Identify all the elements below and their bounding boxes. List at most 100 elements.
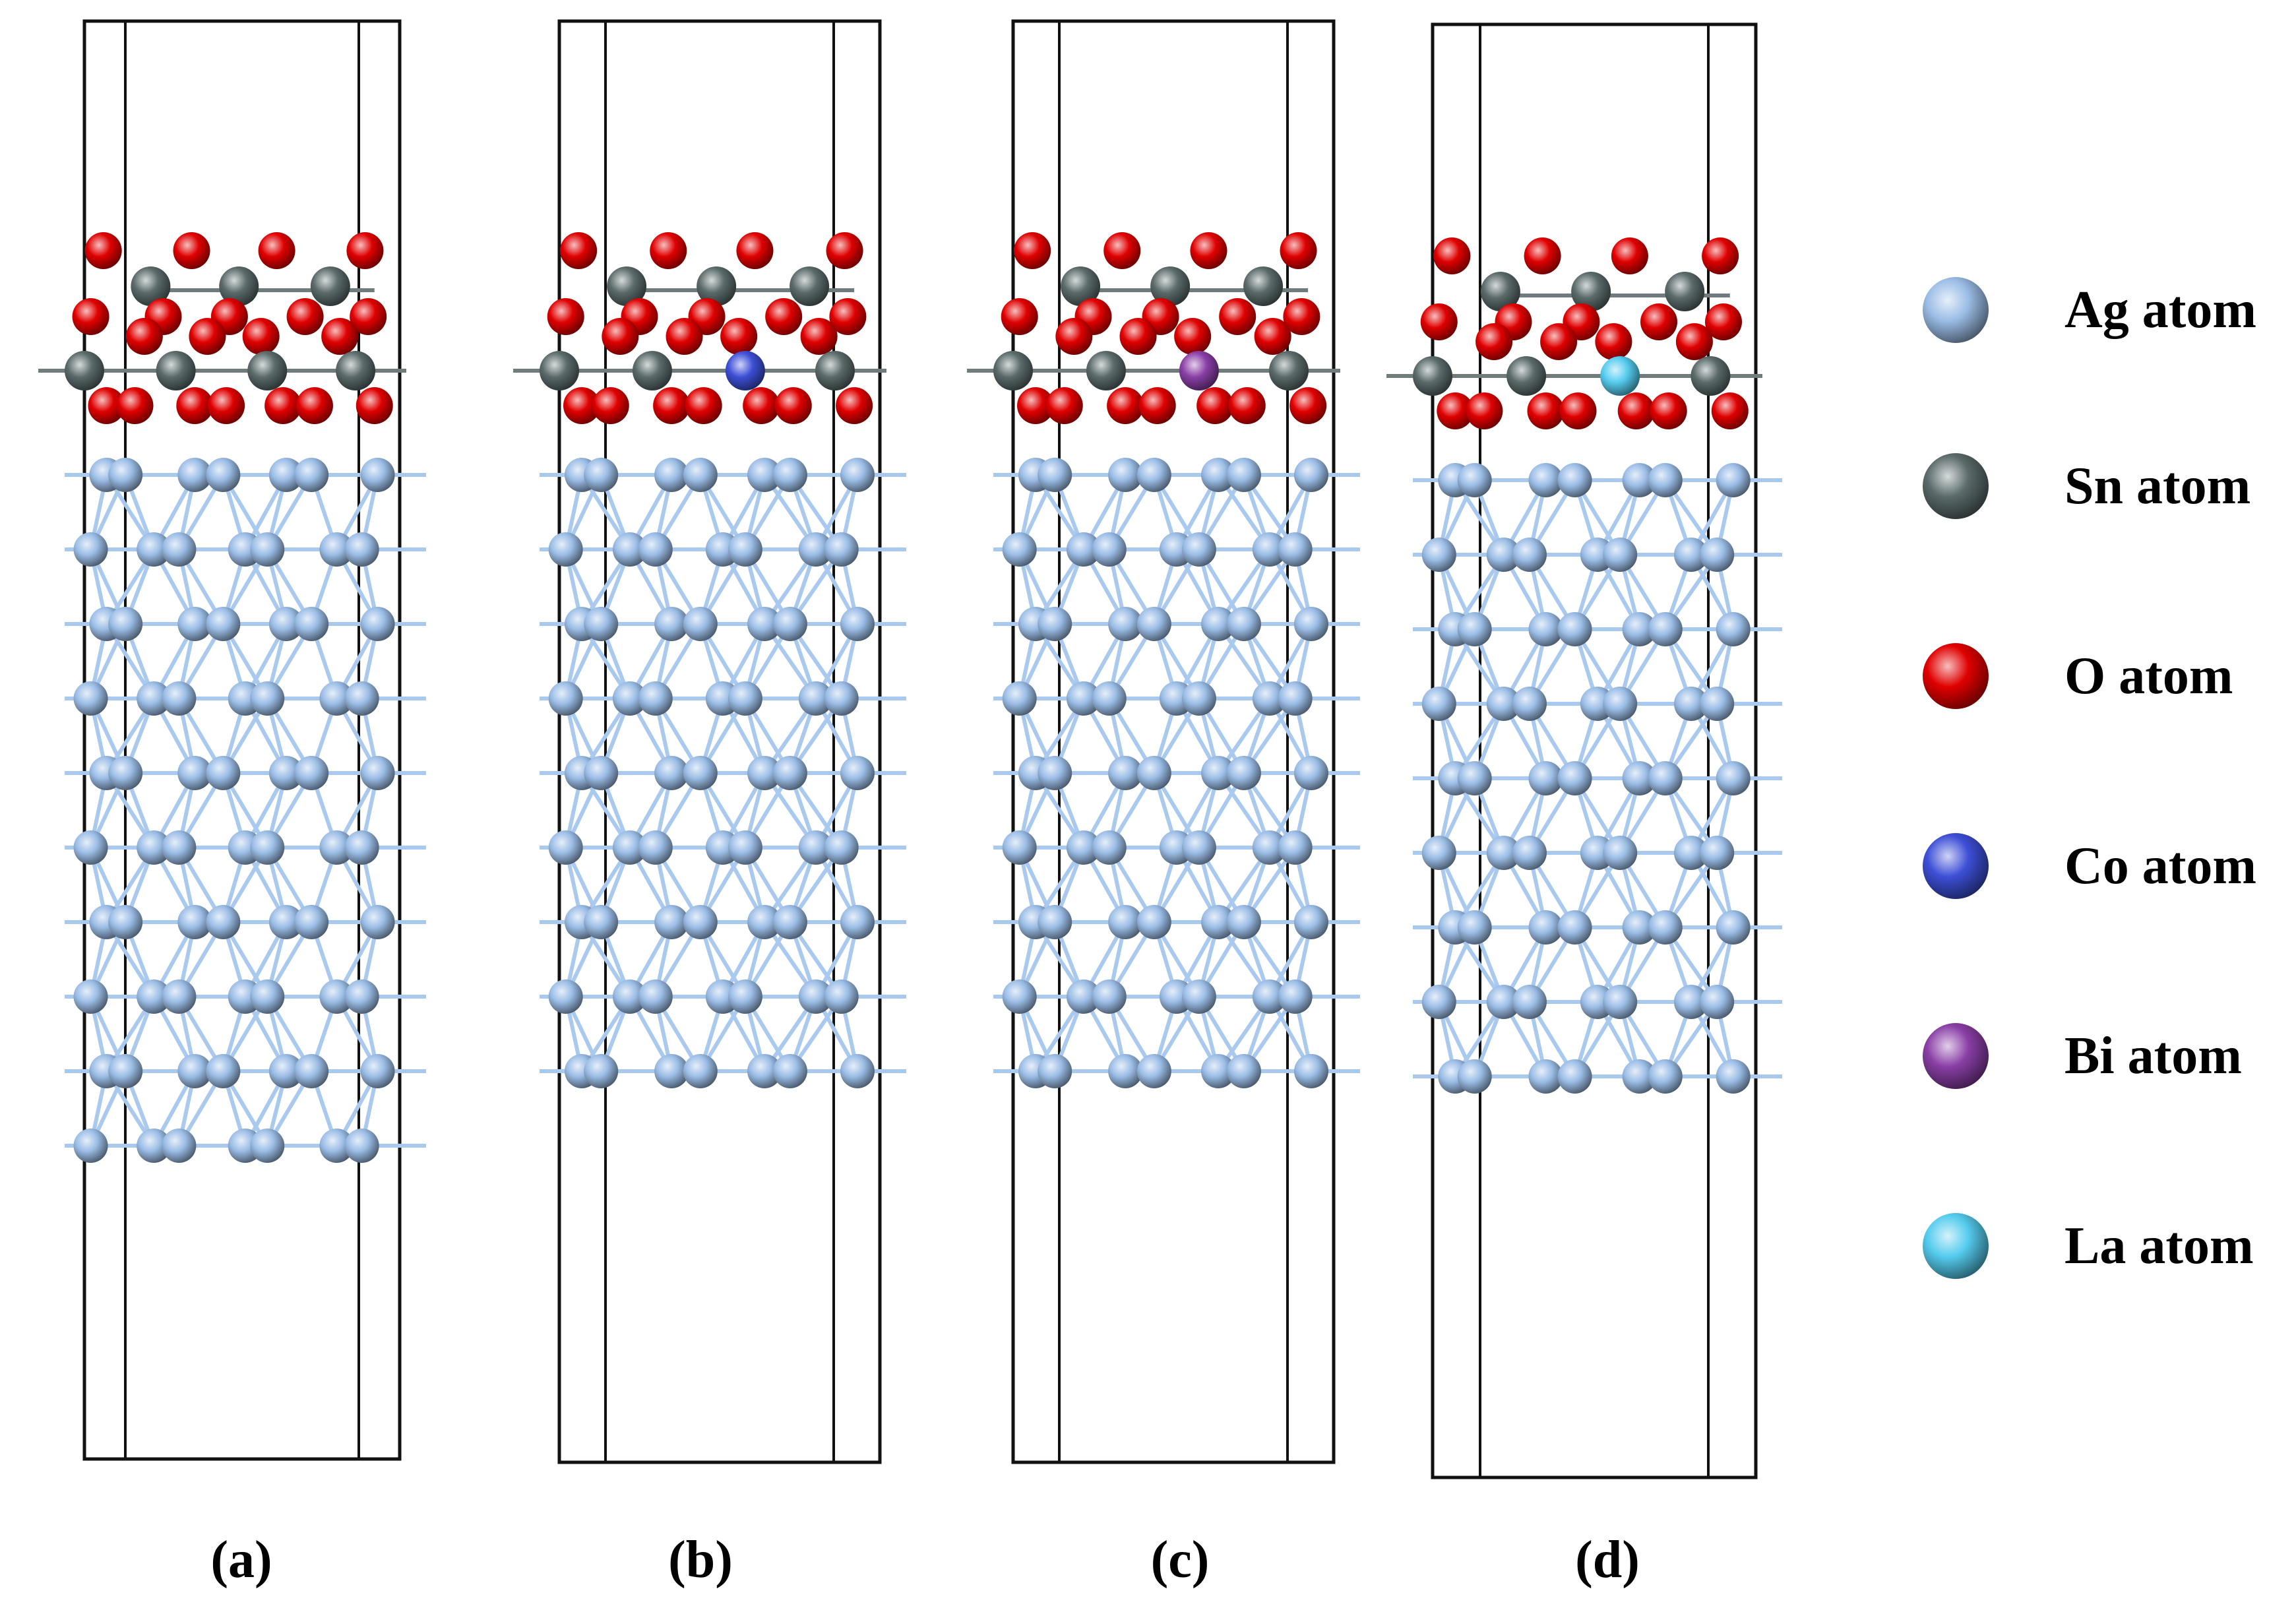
ag-atom bbox=[772, 756, 807, 790]
ag-atom bbox=[1674, 538, 1708, 572]
ag-atom bbox=[798, 830, 833, 865]
o-atom bbox=[1228, 387, 1266, 424]
ag-atom bbox=[108, 458, 143, 492]
ag-atom bbox=[1092, 979, 1127, 1014]
ag-atom bbox=[206, 1054, 241, 1088]
ag-atom bbox=[1700, 538, 1735, 572]
ag-atom bbox=[638, 681, 673, 716]
ag-atom bbox=[177, 1054, 212, 1088]
ag-atom bbox=[250, 830, 285, 865]
ag-atom bbox=[1201, 905, 1236, 939]
o-atom bbox=[88, 387, 125, 424]
ag-atom bbox=[1136, 1054, 1171, 1088]
legend-label-bi: Bi atom bbox=[2064, 1027, 2242, 1085]
ag-atom bbox=[683, 607, 718, 641]
o-atom bbox=[1107, 387, 1144, 424]
ag-atom bbox=[1648, 910, 1683, 945]
ag-atom bbox=[772, 1054, 807, 1088]
unit-cell-outer bbox=[1011, 19, 1336, 1464]
ag-atom bbox=[250, 979, 285, 1014]
panel-label-a: (a) bbox=[210, 1531, 272, 1589]
o-atom bbox=[1219, 298, 1257, 335]
ag-atom bbox=[162, 1129, 197, 1163]
ag-atom bbox=[268, 905, 303, 939]
atom-layer bbox=[540, 232, 875, 1088]
o-atom bbox=[286, 298, 324, 335]
o-atom bbox=[666, 318, 703, 355]
ag-atom bbox=[1293, 905, 1328, 939]
ag-atom bbox=[1528, 1059, 1563, 1094]
ag-atom bbox=[654, 756, 689, 790]
ag-atom bbox=[1136, 607, 1171, 641]
ag-atom bbox=[344, 830, 379, 865]
ag-atom bbox=[1002, 830, 1037, 865]
ag-atom bbox=[360, 458, 395, 492]
ag-atom bbox=[1557, 910, 1592, 945]
ag-atom bbox=[1108, 458, 1143, 492]
o-atom bbox=[650, 232, 687, 269]
ag-atom bbox=[1252, 532, 1287, 567]
ag-atom bbox=[319, 681, 354, 716]
ag-atom bbox=[1512, 836, 1547, 870]
sn-atom bbox=[607, 266, 647, 306]
ag-atom bbox=[728, 830, 762, 865]
ag-atom bbox=[177, 905, 212, 939]
sn-atom bbox=[247, 351, 288, 390]
sn-atom bbox=[697, 266, 737, 306]
o-atom bbox=[1174, 318, 1212, 355]
ag-atom bbox=[1252, 681, 1287, 716]
o-atom bbox=[1196, 387, 1234, 424]
o-atom-icon bbox=[1923, 643, 1989, 709]
ag-atom bbox=[108, 1054, 143, 1088]
ag-atom bbox=[654, 458, 689, 492]
ag-atom bbox=[638, 979, 673, 1014]
ag-atom bbox=[1066, 681, 1101, 716]
ag-atom bbox=[344, 979, 379, 1014]
ag-atom bbox=[268, 1054, 303, 1088]
o-atom bbox=[1014, 232, 1051, 269]
ag-atom bbox=[1486, 687, 1521, 721]
o-atom bbox=[346, 232, 384, 269]
ag-atom bbox=[1038, 1054, 1072, 1088]
ag-atom bbox=[1226, 458, 1261, 492]
o-atom bbox=[685, 387, 722, 424]
ag-atom bbox=[1716, 612, 1751, 646]
o-atom bbox=[264, 387, 302, 424]
ag-atom bbox=[137, 979, 171, 1014]
ag-atom bbox=[344, 1129, 379, 1163]
ag-atom bbox=[1700, 687, 1735, 721]
ag-atom bbox=[1674, 836, 1708, 870]
ag-atom bbox=[1293, 607, 1328, 641]
ag-atom bbox=[137, 830, 171, 865]
ag-atom bbox=[584, 458, 619, 492]
ag-atom bbox=[1603, 538, 1638, 572]
ag-atom bbox=[1136, 905, 1171, 939]
slab-panel-c bbox=[967, 19, 1360, 1464]
ag-atom bbox=[1421, 687, 1456, 721]
ag-atom bbox=[268, 607, 303, 641]
sn-atom bbox=[632, 351, 672, 390]
ag-atom bbox=[73, 979, 108, 1014]
sn-atom bbox=[156, 351, 196, 390]
o-atom bbox=[547, 298, 584, 335]
unit-cell-outer bbox=[82, 19, 402, 1461]
ag-atom bbox=[294, 607, 329, 641]
ag-atom bbox=[798, 681, 833, 716]
panel-label-c: (c) bbox=[1150, 1531, 1210, 1589]
o-atom bbox=[1437, 392, 1474, 429]
ag-atom bbox=[654, 607, 689, 641]
o-atom bbox=[1675, 323, 1713, 360]
ag-atom bbox=[1293, 458, 1328, 492]
ag-atom bbox=[1603, 985, 1638, 1019]
o-atom bbox=[1001, 298, 1038, 335]
o-atom bbox=[829, 298, 867, 335]
ag-atom bbox=[108, 756, 143, 790]
ag-atom bbox=[638, 532, 673, 567]
unit-cell-outer bbox=[557, 19, 882, 1464]
ag-atom bbox=[206, 607, 241, 641]
ag-atom bbox=[1108, 607, 1143, 641]
ag-atom bbox=[1700, 836, 1735, 870]
o-atom bbox=[1611, 237, 1648, 274]
o-atom bbox=[189, 318, 226, 355]
ag-atom bbox=[1648, 761, 1683, 795]
